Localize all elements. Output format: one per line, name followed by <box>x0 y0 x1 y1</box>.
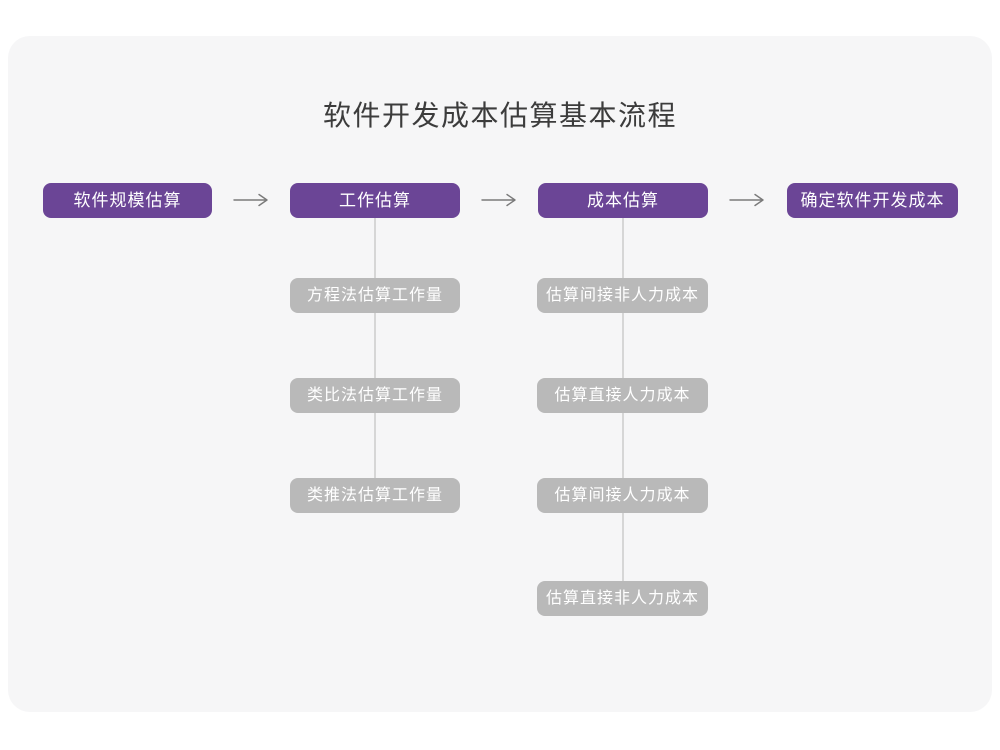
substep-indirect-nonlabor-cost: 估算间接非人力成本 <box>537 278 708 313</box>
diagram-card <box>8 36 992 712</box>
main-step-cost-estimation: 成本估算 <box>538 183 708 218</box>
main-step-determine-cost: 确定软件开发成本 <box>787 183 958 218</box>
substep-analogy-method: 类比法估算工作量 <box>290 378 460 413</box>
main-step-work-estimation: 工作估算 <box>290 183 460 218</box>
substep-equation-method: 方程法估算工作量 <box>290 278 460 313</box>
substep-direct-labor-cost: 估算直接人力成本 <box>537 378 708 413</box>
right-arrow-icon <box>233 193 268 207</box>
connector-line-work <box>374 218 376 481</box>
main-step-scale-estimation: 软件规模估算 <box>43 183 212 218</box>
right-arrow-icon <box>481 193 516 207</box>
substep-indirect-labor-cost: 估算间接人力成本 <box>537 478 708 513</box>
substep-direct-nonlabor-cost: 估算直接非人力成本 <box>537 581 708 616</box>
page-title: 软件开发成本估算基本流程 <box>322 100 677 131</box>
right-arrow-icon <box>729 193 764 207</box>
substep-extrapolation-method: 类推法估算工作量 <box>290 478 460 513</box>
